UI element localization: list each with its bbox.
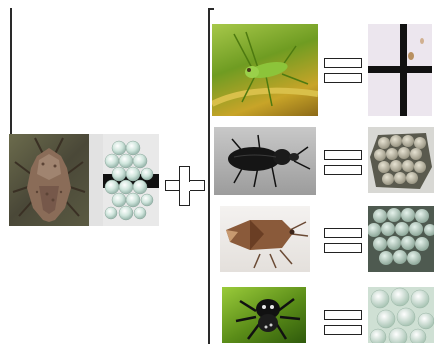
green-eggs-photo [368,206,434,272]
ground-beetle-eggs-photo [368,127,434,193]
brown-stink-bug-photo [220,206,310,272]
katydid-egg-photo [368,24,432,116]
plus-sign [165,166,205,206]
equals-sign-row-3 [324,228,364,258]
stink-bug-photo [9,134,89,226]
left-divider-line [10,8,12,136]
bracket-top-tick [208,8,214,10]
jumping-spider-photo [222,287,306,343]
equals-sign-row-2 [324,150,364,180]
equals-sign-row-4 [324,310,364,340]
stink-bug-eggs-photo [89,134,159,226]
bracket-vertical-line [208,8,210,344]
translucent-eggs-photo [368,287,434,343]
equals-sign-row-1 [324,58,364,88]
ground-beetle-photo [214,127,316,195]
katydid-photo [212,24,318,116]
